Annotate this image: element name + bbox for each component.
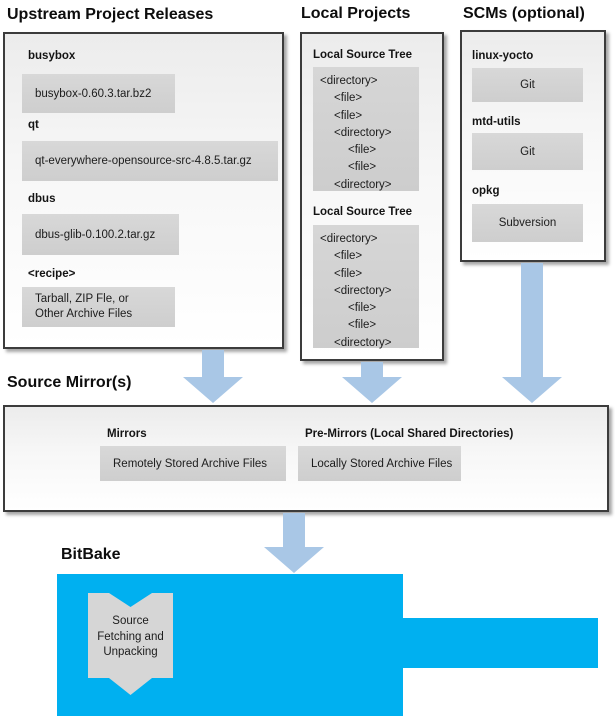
tree-line: <directory> [320,75,378,87]
arrow-scms-to-mirrors-icon [501,263,563,403]
tree-line: <directory> [320,233,378,245]
upstream-item-label: qt [28,119,39,131]
tree-line: <file> [334,92,363,105]
mirrors-label: Mirrors [107,428,147,440]
source-fetching-callout: Source Fetching and Unpacking [88,593,173,695]
bitbake-title: BitBake [61,546,121,563]
upstream-item-label: dbus [28,193,56,205]
upstream-item-label: <recipe> [28,268,76,280]
tree-line: <file> [334,109,363,122]
bitbake-output-bar [403,618,598,668]
tree-line: <directory> [334,178,392,191]
tree-line: <file> [334,250,363,263]
tree-line: <file> [348,302,377,315]
local-projects-title: Local Projects [301,5,411,22]
scm-item-tool: Git [472,68,583,102]
local-source-tree-heading: Local Source Tree [313,49,413,61]
upstream-title: Upstream Project Releases [7,6,214,23]
scms-title: SCMs (optional) [463,5,585,22]
local-source-tree: <directory> <file> <file> <directory> <f… [313,225,419,349]
scm-item-label: opkg [472,185,500,197]
scm-item-tool: Git [472,133,583,170]
tree-line: <directory> [334,336,392,349]
scm-item-label: linux-yocto [472,50,534,62]
mirrors-archive-box: Remotely Stored Archive Files [100,446,286,481]
arrow-local-to-mirrors-icon [341,362,403,403]
arrow-mirrors-to-bitbake-icon [263,513,325,573]
tree-line: <file> [348,144,377,157]
scm-item-tool: Subversion [472,204,583,242]
tree-line: <file> [348,161,377,174]
upstream-item-archive: qt-everywhere-opensource-src-4.8.5.tar.g… [22,141,278,181]
premirrors-label: Pre-Mirrors (Local Shared Directories) [305,428,514,440]
tree-line: <directory> [334,126,392,139]
source-mirrors-title: Source Mirror(s) [7,374,132,391]
upstream-item-archive: Tarball, ZIP Fle, or Other Archive Files [22,287,175,327]
tree-line: <file> [334,267,363,280]
upstream-item-archive: busybox-0.60.3.tar.bz2 [22,74,175,113]
tree-line: <file> [348,319,377,332]
premirrors-archive-box: Locally Stored Archive Files [298,446,461,481]
tree-line: <directory> [334,284,392,297]
upstream-item-label: busybox [28,50,76,62]
upstream-item-archive: dbus-glib-0.100.2.tar.gz [22,214,179,255]
arrow-upstream-to-mirrors-icon [182,350,244,403]
scm-item-label: mtd-utils [472,116,521,128]
local-source-tree-heading: Local Source Tree [313,206,413,218]
local-source-tree: <directory> <file> <file> <directory> <f… [313,67,419,191]
